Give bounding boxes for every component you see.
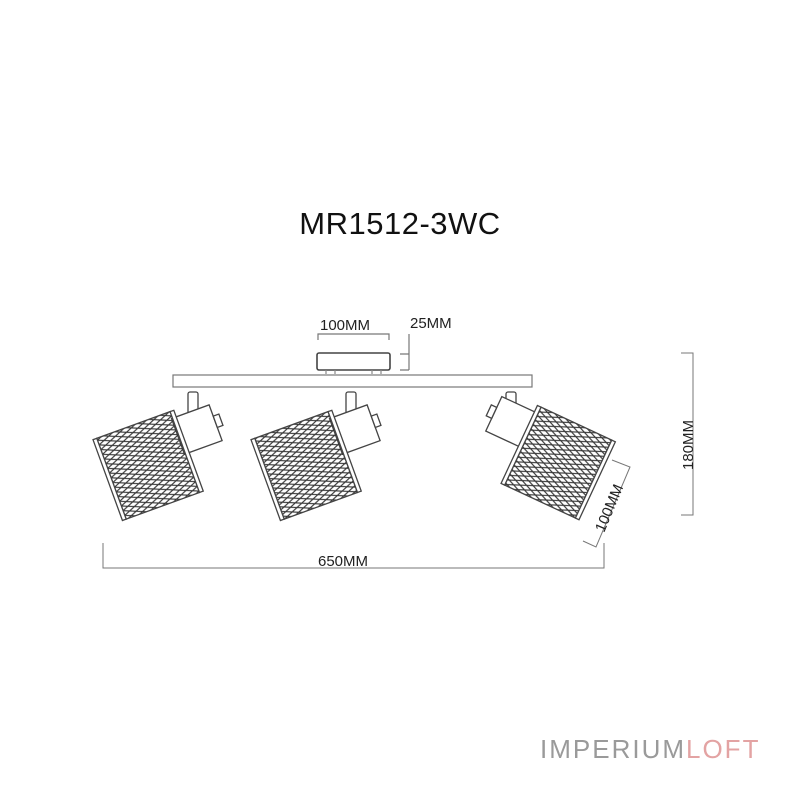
total-length-label: 650MM — [318, 553, 369, 570]
model-title: MR1512-3WC — [299, 206, 501, 241]
spotlight-left — [92, 391, 224, 522]
total-height-label: 180MM — [680, 419, 697, 470]
spotlight-right — [484, 391, 617, 521]
logo-part2: LOFT — [686, 734, 761, 764]
canopy-width-label: 100MM — [320, 317, 371, 334]
spotlight-middle — [250, 391, 382, 522]
canopy-height-label: 25MM — [410, 315, 452, 332]
brand-logo: IMPERIUMLOFT — [540, 734, 760, 765]
logo-part1: IMPERIUM — [540, 734, 686, 764]
